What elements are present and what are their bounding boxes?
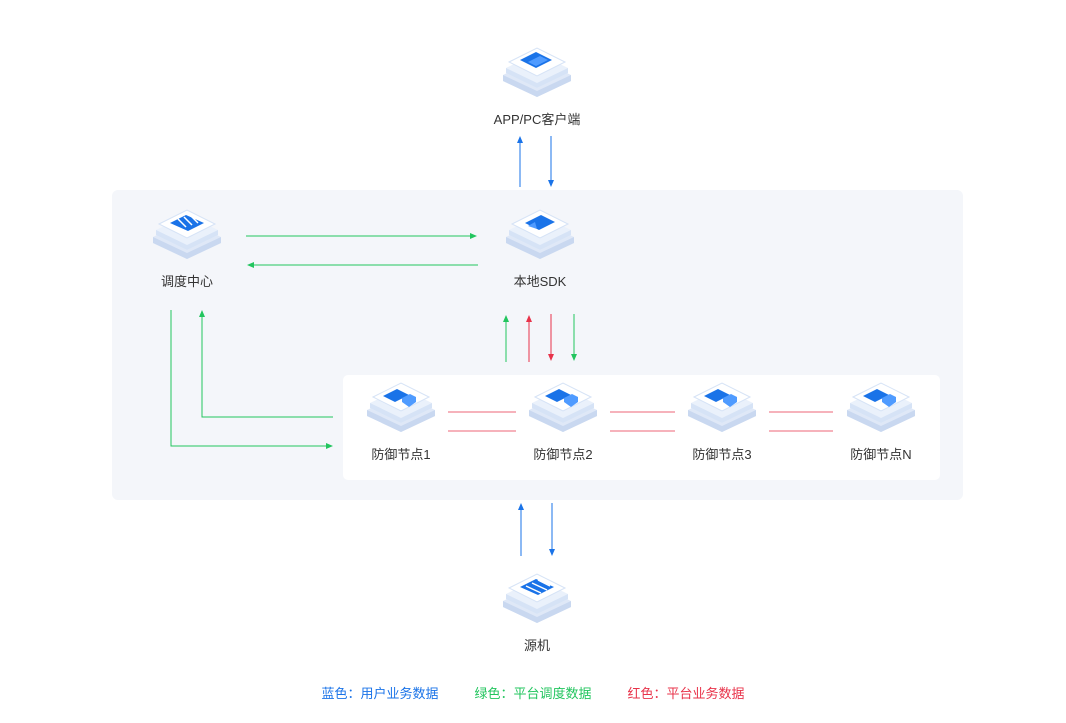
app-client-icon <box>492 45 582 107</box>
legend-red: 红色：平台业务数据 <box>627 686 745 701</box>
sdk-node: 本地SDK <box>495 207 585 290</box>
defense-node-label: 防御节点2 <box>533 447 593 462</box>
defense-node-2: 防御节点2 <box>518 380 608 463</box>
server-rack-icon <box>492 571 582 633</box>
legend-blue: 蓝色：用户业务数据 <box>321 686 439 701</box>
defense-node-label: 防御节点3 <box>692 447 752 462</box>
defense-node-1: 防御节点1 <box>356 380 446 463</box>
server-shield-icon <box>518 380 608 442</box>
defense-node-panel <box>343 375 940 480</box>
origin-node: 源机 <box>492 571 582 654</box>
legend: 蓝色：用户业务数据 绿色：平台调度数据 红色：平台业务数据 <box>0 683 1066 702</box>
server-shield-icon <box>677 380 767 442</box>
scheduler-label: 调度中心 <box>160 274 213 289</box>
client-label: APP/PC客户端 <box>493 112 581 127</box>
server-shield-icon <box>356 380 446 442</box>
scheduler-node: 调度中心 <box>142 207 232 290</box>
sdk-icon <box>495 207 585 269</box>
defense-node-label: 防御节点N <box>850 447 912 462</box>
defense-node-label: 防御节点1 <box>371 447 431 462</box>
legend-green: 绿色：平台调度数据 <box>474 686 592 701</box>
defense-node-3: 防御节点3 <box>677 380 767 463</box>
client-node: APP/PC客户端 <box>492 45 582 128</box>
defense-node-n: 防御节点N <box>836 380 926 463</box>
server-shield-icon <box>836 380 926 442</box>
sdk-label: 本地SDK <box>513 274 567 289</box>
origin-label: 源机 <box>523 638 550 653</box>
scheduler-icon <box>142 207 232 269</box>
